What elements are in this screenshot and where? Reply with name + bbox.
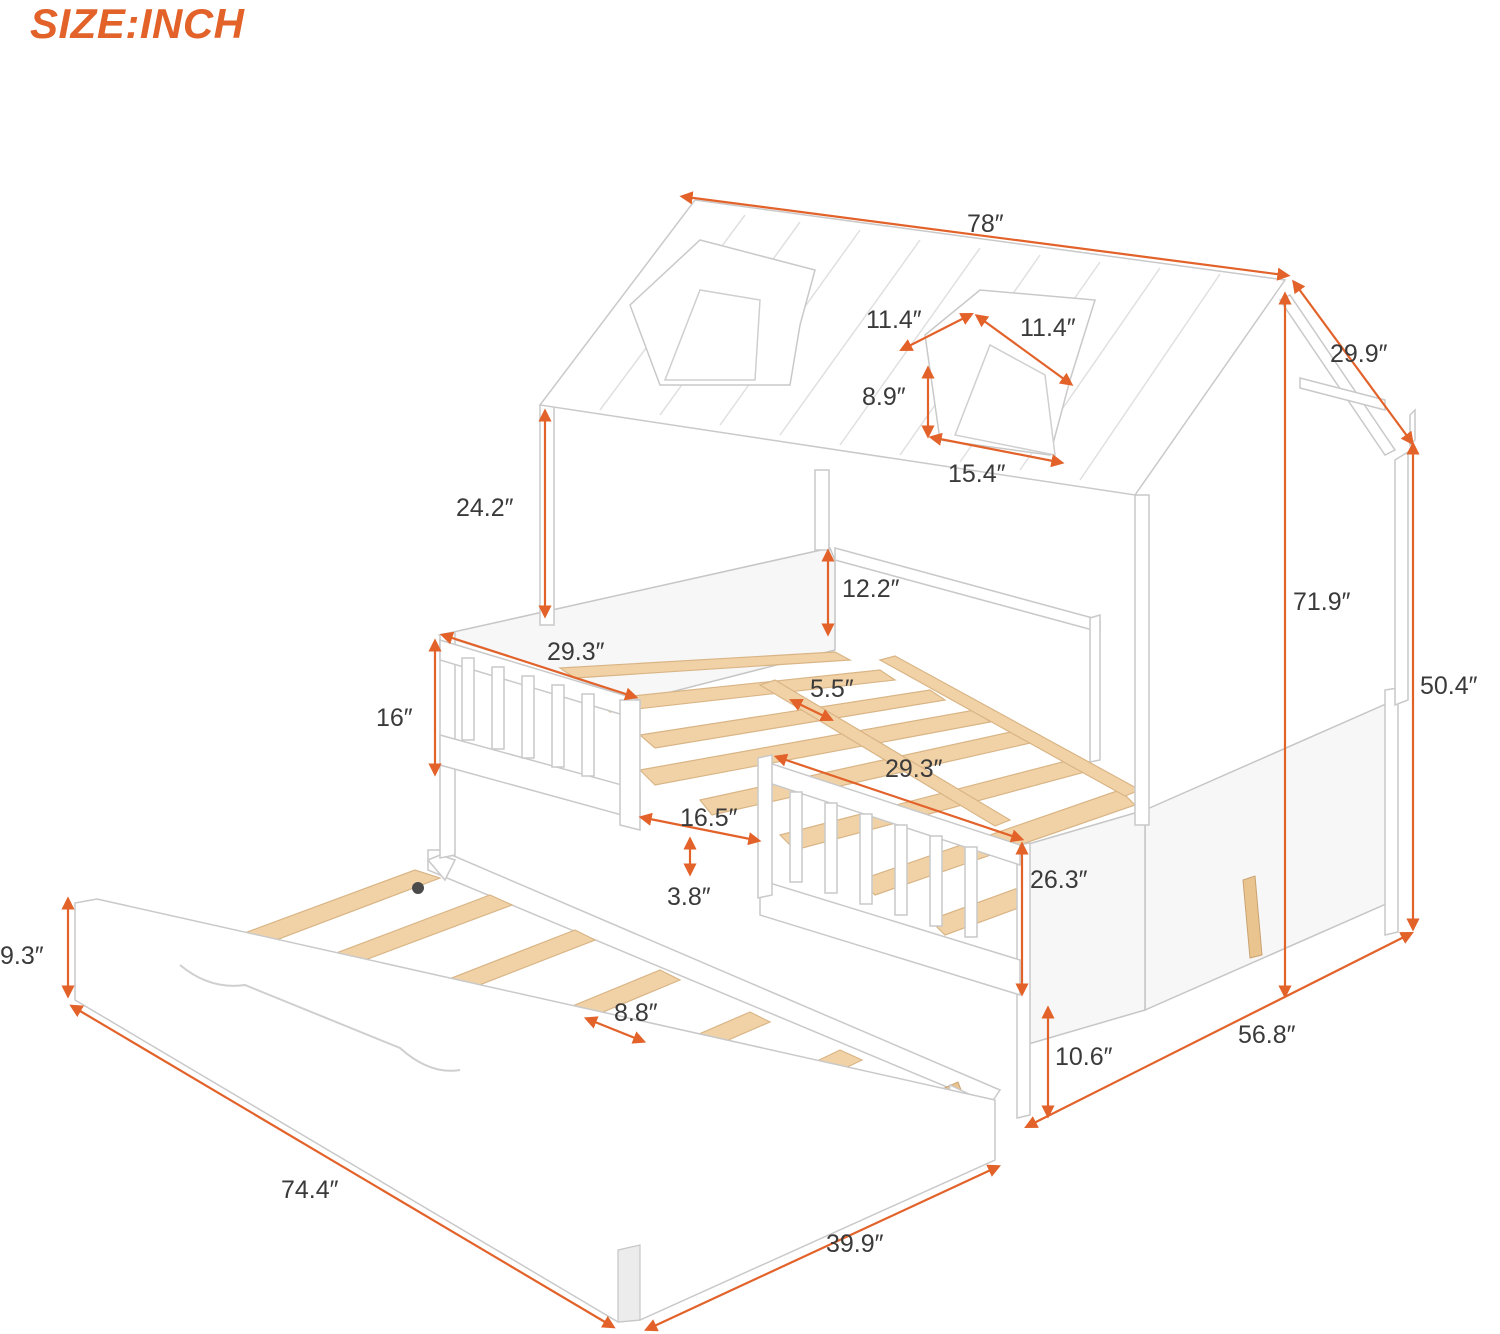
label-trundle-width: 39.9″ [826, 1230, 884, 1258]
label-rail-gap: 3.8″ [667, 883, 711, 911]
label-window-height: 8.9″ [862, 383, 906, 411]
label-post-height: 24.2″ [456, 494, 514, 522]
label-bed-width: 56.8″ [1238, 1021, 1296, 1049]
arrow-trundle-length [69, 1004, 616, 1329]
label-side-height: 50.4″ [1420, 672, 1478, 700]
label-overall-height: 71.9″ [1293, 588, 1351, 616]
label-guardrail-height: 16″ [376, 704, 413, 732]
label-opening-width: 16.5″ [680, 804, 738, 832]
label-floor-clearance: 10.6″ [1055, 1043, 1113, 1071]
label-front-rail-width: 29.3″ [885, 755, 943, 783]
label-window-right-slope: 11.4″ [1020, 314, 1076, 342]
label-window-width: 15.4″ [948, 460, 1006, 488]
roof-post [814, 469, 830, 551]
arrow-opening-width [638, 812, 762, 846]
label-guardrail-width: 29.3″ [547, 638, 605, 666]
arrow-window-right [974, 314, 1074, 386]
arrow-bed-width [1024, 932, 1414, 1128]
size-unit-title: SIZE:INCH [30, 0, 245, 47]
roof [538, 199, 1287, 496]
label-trundle-slat-gap: 8.8″ [614, 999, 658, 1027]
label-trundle-length: 74.4″ [281, 1176, 339, 1204]
roof-post [539, 404, 555, 626]
label-headboard-rise: 12.2″ [842, 575, 900, 603]
arrow-slat-gap [789, 698, 834, 722]
label-window-left-slope: 11.4″ [866, 306, 922, 334]
label-slat-gap: 5.5″ [810, 675, 854, 703]
arrow-roof-depth [1292, 279, 1414, 446]
arrow-window-left [899, 313, 974, 351]
arrow-window-width [928, 432, 1065, 468]
label-footboard-height: 26.3″ [1030, 866, 1088, 894]
label-roof-depth: 29.9″ [1330, 340, 1388, 368]
label-roof-length: 78″ [967, 210, 1004, 238]
trundle-back-rail [427, 849, 1002, 1106]
arrow-front-rail-width [773, 753, 1025, 843]
dimension-arrows [61, 191, 1420, 1332]
end-panel [1024, 809, 1146, 1046]
arrow-roof-length [679, 191, 1291, 281]
footboard-side-panel [1144, 698, 1396, 1012]
arrow-trundle-width [644, 1164, 1001, 1332]
label-trundle-height: 9.3″ [0, 942, 44, 970]
arrow-guardrail-width [439, 631, 639, 701]
wheel-icon [412, 882, 424, 894]
roof-post [1134, 494, 1150, 826]
